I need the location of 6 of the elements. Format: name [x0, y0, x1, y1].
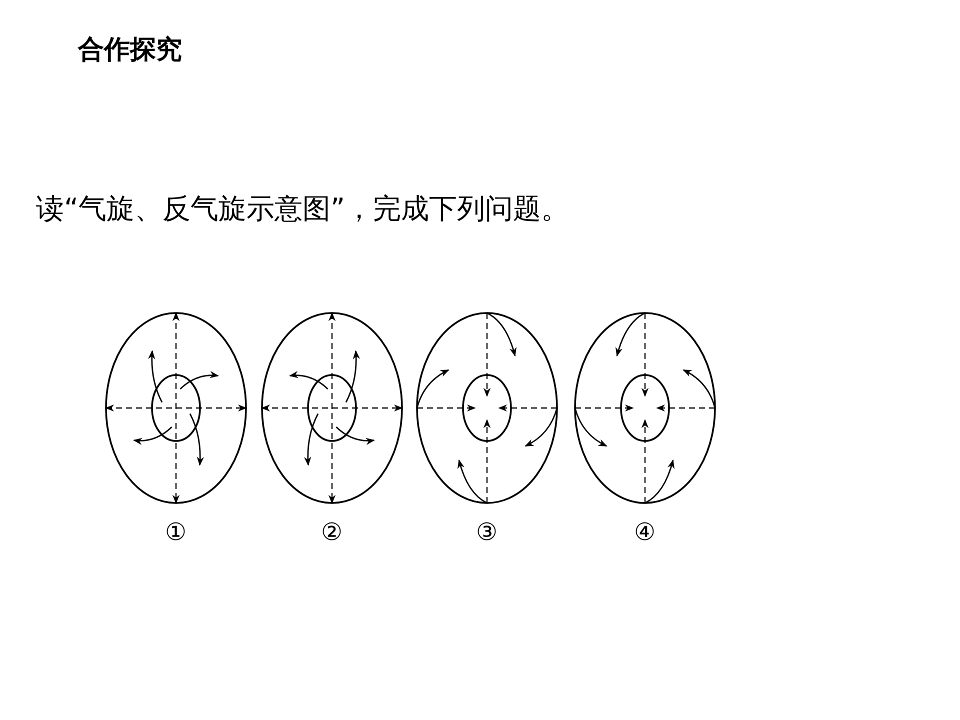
figure-number: ① [165, 518, 187, 546]
figure-number: ② [321, 518, 343, 546]
figure-number: ③ [476, 518, 498, 546]
figure-number: ④ [634, 518, 656, 546]
slide-title: 合作探究 [78, 34, 182, 67]
instruction-text: 读“气旋、反气旋示意图”，完成下列问题。 [36, 191, 570, 227]
